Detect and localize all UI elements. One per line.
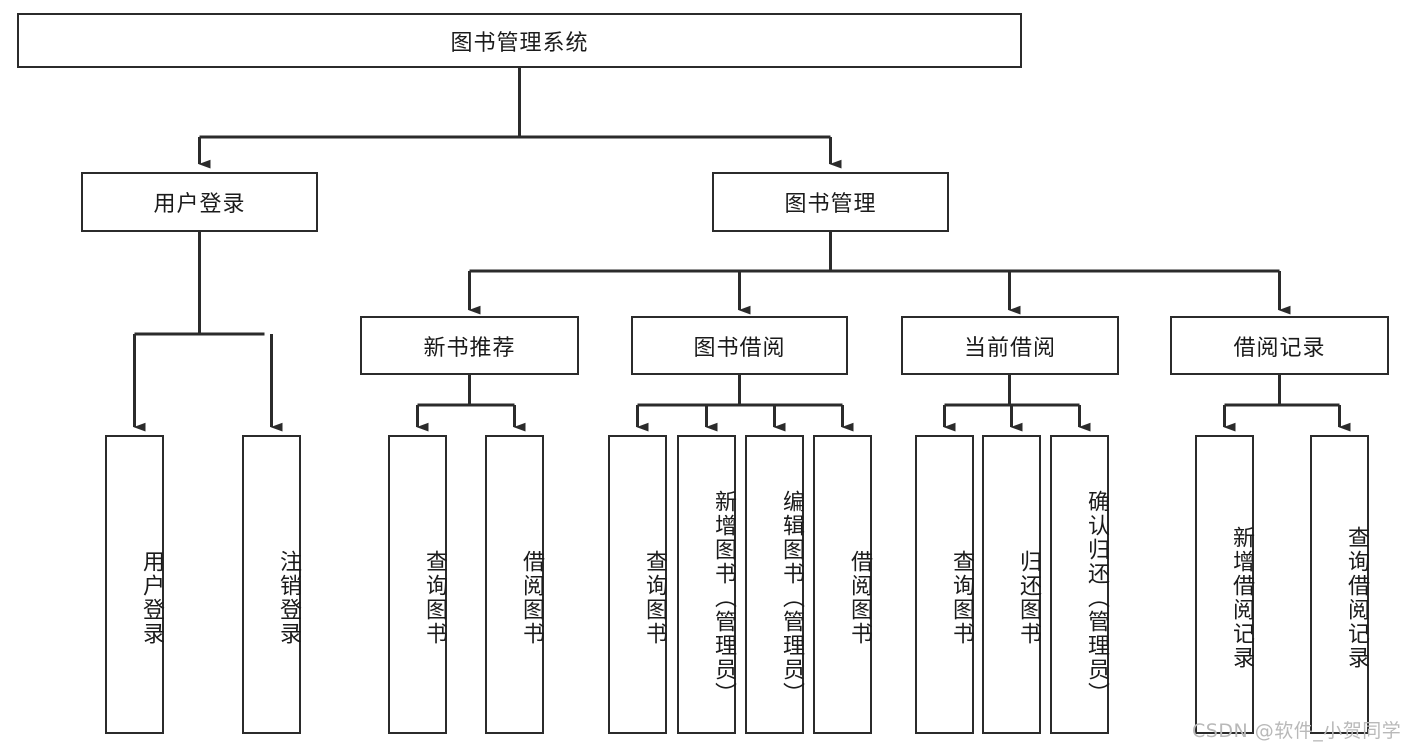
node-borrow-record[interactable]: 借阅记录 — [1170, 316, 1389, 375]
node-leaf-borrow-book-2[interactable]: 借阅图书 — [813, 435, 872, 734]
node-label: 借阅图书 — [847, 549, 872, 646]
node-book-borrow[interactable]: 图书借阅 — [631, 316, 848, 375]
node-leaf-query-book-3[interactable]: 查询图书 — [915, 435, 974, 734]
node-label: 用户登录 — [153, 192, 246, 217]
node-label: 图书借阅 — [693, 335, 786, 361]
node-label: 图书管理 — [784, 192, 877, 217]
node-label: 查询图书 — [422, 549, 447, 646]
node-user-login[interactable]: 用户登录 — [81, 172, 318, 232]
watermark-text: CSDN @软件_小贺同学 — [1192, 720, 1402, 742]
node-leaf-edit-book[interactable]: 编辑图书（管理员） — [745, 435, 804, 734]
node-leaf-borrow-book-1[interactable]: 借阅图书 — [485, 435, 544, 734]
node-label: 用户登录 — [139, 549, 164, 646]
node-leaf-query-book-2[interactable]: 查询图书 — [608, 435, 667, 734]
node-root-system[interactable]: 图书管理系统 — [17, 13, 1022, 68]
node-label: 确认归还（管理员） — [1084, 489, 1109, 706]
node-leaf-return-book[interactable]: 归还图书 — [982, 435, 1041, 734]
node-leaf-query-book-1[interactable]: 查询图书 — [388, 435, 447, 734]
node-label: 编辑图书（管理员） — [779, 489, 804, 706]
node-leaf-user-login[interactable]: 用户登录 — [105, 435, 164, 734]
node-current-borrow[interactable]: 当前借阅 — [901, 316, 1119, 375]
node-label: 图书管理系统 — [450, 30, 589, 56]
node-leaf-add-record[interactable]: 新增借阅记录 — [1195, 435, 1254, 734]
node-label: 查询图书 — [642, 549, 667, 646]
node-label: 归还图书 — [1016, 549, 1041, 646]
node-label: 借阅记录 — [1233, 335, 1326, 361]
node-label: 查询借阅记录 — [1344, 525, 1369, 670]
node-leaf-confirm-return[interactable]: 确认归还（管理员） — [1050, 435, 1109, 734]
node-label: 借阅图书 — [519, 549, 544, 646]
node-leaf-query-record[interactable]: 查询借阅记录 — [1310, 435, 1369, 734]
node-new-book-recommend[interactable]: 新书推荐 — [360, 316, 579, 375]
node-leaf-add-book[interactable]: 新增图书（管理员） — [677, 435, 736, 734]
node-leaf-logout[interactable]: 注销登录 — [242, 435, 301, 734]
node-label: 新书推荐 — [423, 335, 516, 361]
node-label: 新增借阅记录 — [1229, 525, 1254, 670]
node-label: 当前借阅 — [963, 335, 1056, 361]
node-label: 查询图书 — [949, 549, 974, 646]
node-label: 注销登录 — [276, 549, 301, 646]
node-book-manage[interactable]: 图书管理 — [712, 172, 949, 232]
node-label: 新增图书（管理员） — [711, 489, 736, 706]
